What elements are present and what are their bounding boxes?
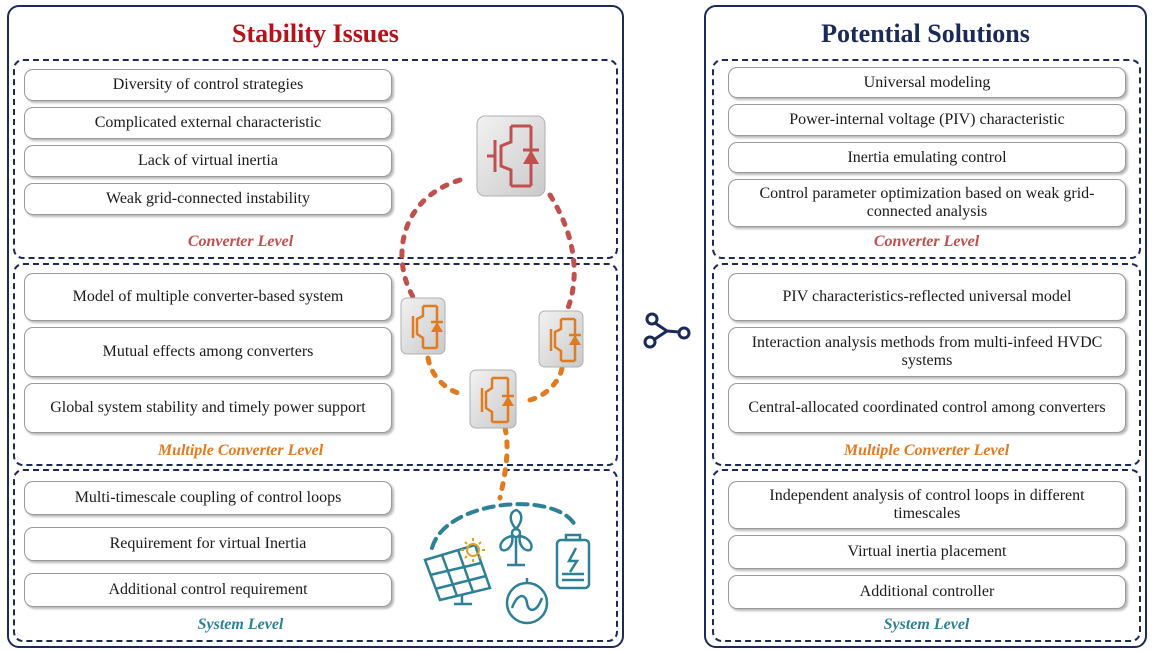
- issue-box: Requirement for virtual Inertia: [24, 527, 392, 561]
- converter-ring-upper: [399, 177, 577, 311]
- solution-box: Power-internal voltage (PIV) characteris…: [728, 104, 1126, 136]
- converter-switch-icon: [469, 369, 517, 429]
- converter-switch-icon: [400, 297, 446, 355]
- solution-box: Independent analysis of control loops in…: [728, 481, 1126, 529]
- multiple-converter-level-group: Model of multiple converter-based system…: [13, 263, 618, 466]
- solution-box: Universal modeling: [728, 67, 1126, 98]
- issue-box: Mutual effects among converters: [24, 327, 392, 377]
- issue-box: Complicated external characteristic: [24, 107, 392, 139]
- issue-box: Global system stability and timely power…: [24, 383, 392, 433]
- issue-box: Lack of virtual inertia: [24, 145, 392, 177]
- solution-box: Additional controller: [728, 575, 1126, 609]
- solution-box: Inertia emulating control: [728, 142, 1126, 173]
- multiple-converter-level-group: PIV characteristics-reflected universal …: [712, 263, 1141, 466]
- system-level-group: Independent analysis of control loops in…: [712, 469, 1141, 642]
- solution-box: Central-allocated coordinated control am…: [728, 383, 1126, 433]
- converter-level-group: Diversity of control strategies Complica…: [13, 59, 618, 259]
- level-label: System Level: [883, 616, 970, 633]
- system-level-group: Multi-timescale coupling of control loop…: [13, 469, 618, 642]
- issue-box: Model of multiple converter-based system: [24, 273, 392, 321]
- issue-box: Additional control requirement: [24, 573, 392, 607]
- system-arc: [430, 502, 577, 550]
- ac-generator-icon: [505, 578, 549, 625]
- converter-switch-icon: [538, 310, 584, 368]
- solution-box: Control parameter optimization based on …: [728, 179, 1126, 227]
- issue-box: Diversity of control strategies: [24, 69, 392, 101]
- converter-ring-lower: [425, 355, 565, 501]
- issue-box: Multi-timescale coupling of control loop…: [24, 481, 392, 515]
- potential-solutions-panel: Potential Solutions Universal modeling P…: [704, 5, 1147, 648]
- solution-box: PIV characteristics-reflected universal …: [728, 273, 1126, 321]
- connection-link-icon: [643, 312, 691, 349]
- level-label: Multiple Converter Level: [157, 442, 324, 459]
- wind-turbine-icon: [499, 508, 533, 567]
- level-label: System Level: [197, 616, 284, 633]
- panel-title: Stability Issues: [232, 19, 399, 48]
- level-label: Multiple Converter Level: [843, 442, 1010, 459]
- solution-box: Virtual inertia placement: [728, 535, 1126, 569]
- issue-box: Weak grid-connected instability: [24, 183, 392, 215]
- level-label: Converter Level: [187, 233, 294, 250]
- converter-switch-icon: [476, 115, 546, 197]
- converter-level-group: Universal modeling Power-internal voltag…: [712, 59, 1141, 259]
- panel-title: Potential Solutions: [821, 19, 1030, 48]
- solar-panel-icon: [423, 543, 492, 606]
- solution-box: Interaction analysis methods from multi-…: [728, 327, 1126, 377]
- stability-issues-panel: Stability Issues Diversity of control st…: [7, 5, 624, 648]
- battery-icon: [555, 533, 591, 590]
- level-label: Converter Level: [873, 233, 980, 250]
- sun-icon: [461, 538, 485, 562]
